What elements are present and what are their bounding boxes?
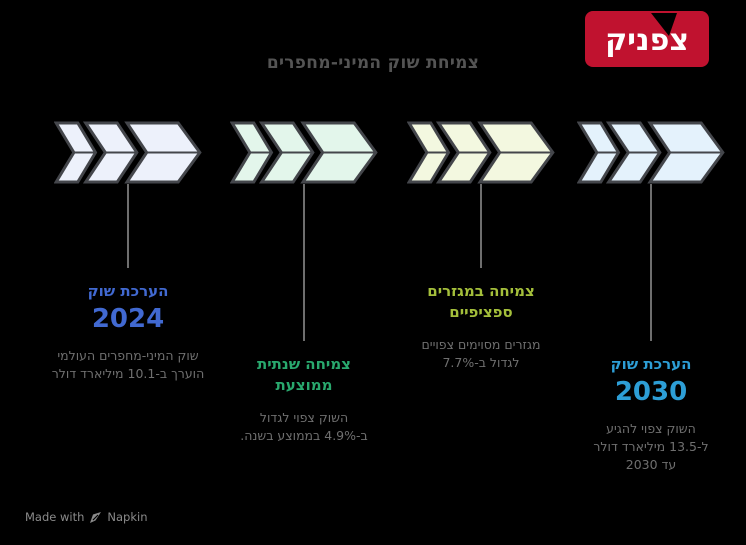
title-line: צמיחה שנתית bbox=[257, 355, 351, 373]
step-title: צמיחה במגזרים ספציפיים bbox=[427, 281, 535, 323]
step-year: 2024 bbox=[91, 304, 165, 334]
connector-line bbox=[127, 184, 129, 268]
connector-line bbox=[480, 184, 482, 268]
title-line: ממוצעת bbox=[275, 376, 333, 394]
napkin-brand-label: Napkin bbox=[107, 510, 148, 524]
step-description: השוק צפוי לגדול ב-4.9% בממוצע בשנה. bbox=[240, 409, 368, 445]
connector-line bbox=[650, 184, 652, 341]
page-title: צמיחת שוק המיני-מחפרים bbox=[266, 53, 480, 73]
connector-line bbox=[303, 184, 305, 341]
step-group-annual-growth: צמיחה שנתית ממוצעת השוק צפוי לגדול ב-4.9… bbox=[229, 121, 379, 445]
tzafnik-logo: צפניק bbox=[585, 11, 709, 67]
desc-line: השוק צפוי לגדול bbox=[259, 410, 349, 425]
chevron-arrows-icon bbox=[54, 121, 202, 184]
logo-text: צפניק bbox=[605, 23, 689, 58]
step-description: השוק צפוי להגיע ל-13.5 מיליארד דולר עד 2… bbox=[593, 420, 708, 474]
desc-line: לגדול ב-7.7% bbox=[442, 355, 520, 371]
desc-line: הוערך ב-10.1 מיליארד דולר bbox=[51, 365, 205, 381]
step-title: הערכת שוק bbox=[87, 282, 169, 300]
napkin-logo-icon bbox=[90, 511, 102, 523]
logo-triangle-icon bbox=[651, 13, 677, 36]
chevron-arrows-icon bbox=[407, 121, 555, 184]
chevron-arrows-icon bbox=[230, 121, 378, 184]
step-title: צמיחה שנתית ממוצעת bbox=[257, 354, 351, 396]
desc-line: עד 2030 bbox=[625, 456, 677, 472]
step-group-market-2024: הערכת שוק 2024 שוק המיני-מחפרים העולמי ה… bbox=[52, 121, 205, 383]
desc-line: מגזרים מסוימים צפויים bbox=[421, 337, 541, 352]
step-title: הערכת שוק bbox=[610, 355, 692, 373]
title-line: צמיחה במגזרים bbox=[427, 282, 535, 300]
step-group-market-2030: הערכת שוק 2030 השוק צפוי להגיע ל-13.5 מי… bbox=[576, 121, 726, 474]
step-description: שוק המיני-מחפרים העולמי הוערך ב-10.1 מיל… bbox=[52, 347, 205, 383]
step-description: מגזרים מסוימים צפויים לגדול ב-7.7% bbox=[422, 336, 541, 372]
desc-line: שוק המיני-מחפרים העולמי bbox=[57, 347, 199, 363]
step-group-sector-growth: צמיחה במגזרים ספציפיים מגזרים מסוימים צפ… bbox=[406, 121, 556, 372]
made-with-label: Made with bbox=[25, 510, 85, 524]
desc-line: ב-4.9% בממוצע בשנה. bbox=[240, 428, 368, 444]
napkin-attribution[interactable]: Made with Napkin bbox=[25, 510, 148, 524]
desc-line: ל-13.5 מיליארד דולר bbox=[593, 438, 709, 454]
chevron-arrows-icon bbox=[577, 121, 725, 184]
step-year: 2030 bbox=[614, 377, 688, 407]
desc-line: השוק צפוי להגיע bbox=[606, 420, 696, 436]
title-line: ספציפיים bbox=[449, 303, 513, 321]
